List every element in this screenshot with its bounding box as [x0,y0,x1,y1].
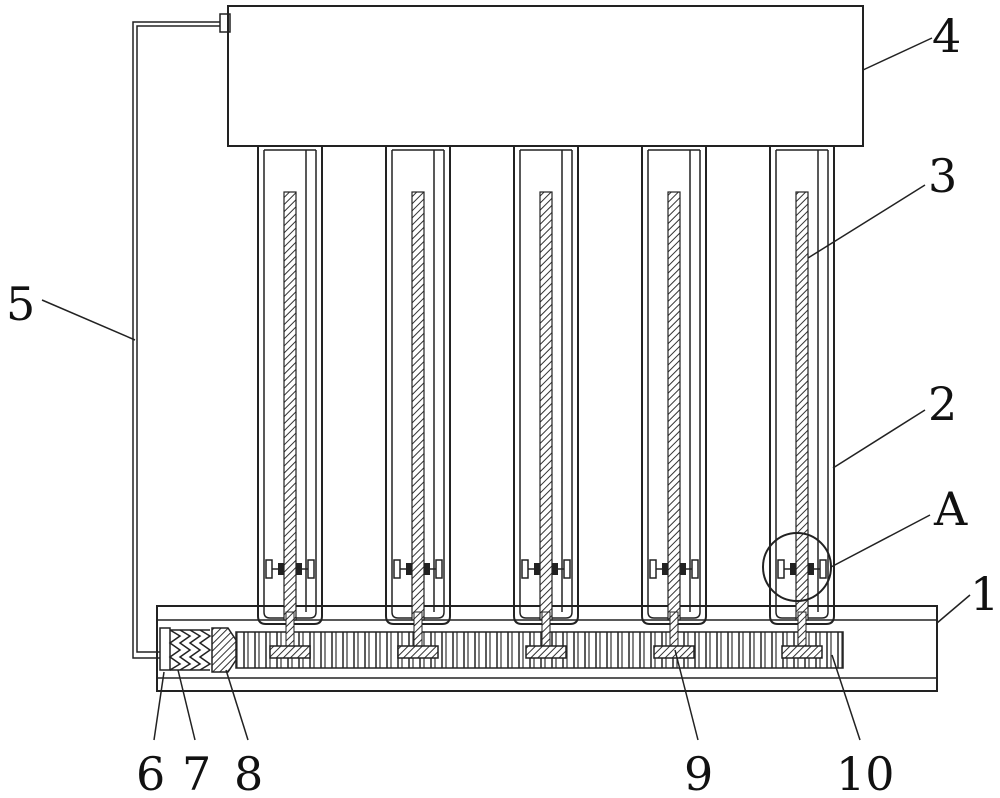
threaded-rod [795,191,809,621]
bracket-right [307,559,315,579]
label-8: 8 [234,747,263,798]
rod-shaft [669,611,679,649]
nut-right [552,563,558,575]
nut-right [296,563,302,575]
threaded-rod [411,191,425,621]
leader-9 [674,649,699,741]
gear [397,645,439,659]
gear [269,645,311,659]
rod-shaft [797,611,807,649]
leader-5 [41,299,136,341]
label-10: 10 [836,747,895,798]
bracket-right [819,559,827,579]
label-2: 2 [928,377,957,431]
threaded-rod [667,191,681,621]
leader-3 [807,184,926,259]
leader-4 [862,37,933,71]
nut-left [278,563,284,575]
piston [211,627,237,673]
leader-7 [177,669,196,741]
leader-2 [832,409,926,469]
nut-left [534,563,540,575]
rod-shaft [541,611,551,649]
bellows [159,627,212,671]
bracket-right [435,559,443,579]
gear [653,645,695,659]
rod-shaft [413,611,423,649]
bracket-left [521,559,529,579]
bracket-left [393,559,401,579]
bracket-right [563,559,571,579]
bracket-left [649,559,657,579]
label-3: 3 [928,149,957,203]
nut-left [662,563,668,575]
label-9: 9 [684,747,713,798]
leader-10 [831,654,861,741]
gear [781,645,823,659]
label-5: 5 [6,277,35,331]
threaded-rod [283,191,297,621]
label-6: 6 [136,747,165,798]
leader-6 [153,671,165,741]
gear [525,645,567,659]
leader-1 [936,594,971,624]
bracket-left [777,559,785,579]
leader-a [830,514,931,568]
top-box-port [219,13,231,33]
nut-right [424,563,430,575]
leader-8 [225,669,249,741]
bracket-right [691,559,699,579]
threaded-rod [539,191,553,621]
nut-left [406,563,412,575]
label-1: 1 [970,567,999,621]
nut-right [680,563,686,575]
label-4: 4 [932,9,961,63]
pipe-inner [136,25,220,653]
label-7: 7 [182,747,211,798]
nut-right [808,563,814,575]
bracket-left [265,559,273,579]
top-box [227,5,864,147]
rod-shaft [285,611,295,649]
filter-modules [257,146,835,659]
nut-left [790,563,796,575]
label-a: A [933,482,968,536]
pipe [132,21,220,659]
